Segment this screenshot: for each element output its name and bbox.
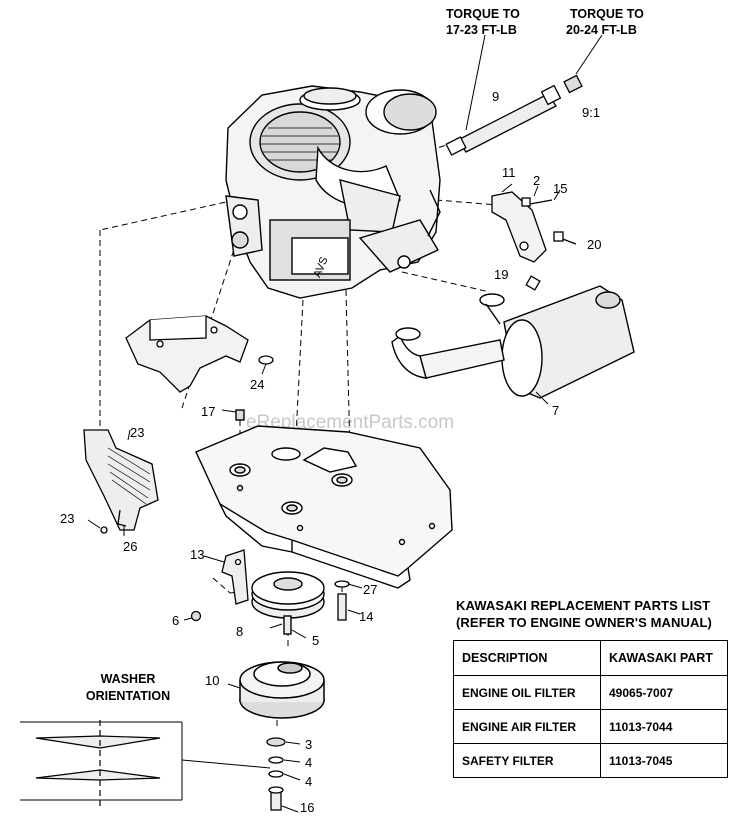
- callout-27: 27: [363, 582, 377, 597]
- clutch-part-10: [227, 661, 325, 719]
- callout-15: 15: [553, 181, 567, 196]
- callout-23-lower: 23: [60, 511, 74, 526]
- torque-tube-part-9: [445, 34, 603, 156]
- callout-16: 16: [300, 800, 314, 815]
- row-description: ENGINE AIR FILTER: [453, 709, 601, 744]
- row-description: ENGINE OIL FILTER: [453, 675, 601, 710]
- callout-11: 11: [502, 165, 516, 180]
- callout-4-lower: 4: [305, 774, 312, 789]
- pulley-part-8: [251, 571, 325, 639]
- callout-13: 13: [190, 547, 204, 562]
- callout-7: 7: [552, 403, 559, 418]
- callout-20: 20: [587, 237, 601, 252]
- muffler-part-7: [391, 285, 635, 405]
- torque-note-2-line1: TORQUE TO: [570, 7, 644, 21]
- callout-14: 14: [359, 609, 373, 624]
- table-row: ENGINE OIL FILTER 49065-7007: [453, 675, 728, 710]
- washer-orientation-title: WASHER: [100, 672, 156, 686]
- washer-stack-parts-3-4-16: [266, 737, 301, 813]
- torque-note-1-line1: TORQUE TO: [446, 7, 520, 21]
- callout-3: 3: [305, 737, 312, 752]
- washer-orientation-subtitle: ORIENTATION: [85, 689, 171, 703]
- bracket-part-23: [83, 429, 159, 536]
- assembly-leader-lines: [99, 139, 499, 730]
- parts-list-title: KAWASAKI REPLACEMENT PARTS LIST: [456, 598, 711, 613]
- callout-5: 5: [312, 633, 319, 648]
- callout-9: 9: [492, 89, 499, 104]
- column-header-description: DESCRIPTION: [453, 640, 601, 676]
- engine-illustration: AVS: [225, 85, 441, 299]
- callout-2: 2: [533, 173, 540, 188]
- row-part-number: 11013-7045: [600, 743, 728, 778]
- table-row: ENGINE AIR FILTER 11013-7044: [453, 709, 728, 744]
- callout-9-1: 9:1: [582, 105, 600, 120]
- parts-list-table: DESCRIPTION KAWASAKI PART ENGINE OIL FIL…: [453, 640, 728, 778]
- callout-8: 8: [236, 624, 243, 639]
- exhaust-bracket-part-11: [491, 183, 577, 291]
- torque-note-2-line2: 20-24 FT-LB: [566, 23, 637, 37]
- parts-list-subtitle: (REFER TO ENGINE OWNER'S MANUAL): [456, 615, 712, 630]
- row-part-number: 49065-7007: [600, 675, 728, 710]
- callout-19: 19: [494, 267, 508, 282]
- callout-4-upper: 4: [305, 755, 312, 770]
- torque-note-1-line2: 17-23 FT-LB: [446, 23, 517, 37]
- washer-orientation-detail: [20, 720, 271, 806]
- callout-10: 10: [205, 673, 219, 688]
- callout-24: 24: [250, 377, 264, 392]
- callout-26: 26: [123, 539, 137, 554]
- engine-deck-plate: [195, 409, 453, 589]
- callout-17: 17: [201, 404, 215, 419]
- engine-bracket-part-24: [125, 315, 274, 393]
- callout-23-upper: 23: [130, 425, 144, 440]
- callout-6: 6: [172, 613, 179, 628]
- bracket-part-13: [183, 549, 249, 622]
- watermark: eReplacementParts.com: [246, 412, 454, 433]
- table-row: SAFETY FILTER 11013-7045: [453, 743, 728, 778]
- row-description: SAFETY FILTER: [453, 743, 601, 778]
- table-header-row: DESCRIPTION KAWASAKI PART: [453, 640, 728, 676]
- bolt-part-14: [334, 580, 363, 621]
- column-header-part: KAWASAKI PART: [600, 640, 728, 676]
- row-part-number: 11013-7044: [600, 709, 728, 744]
